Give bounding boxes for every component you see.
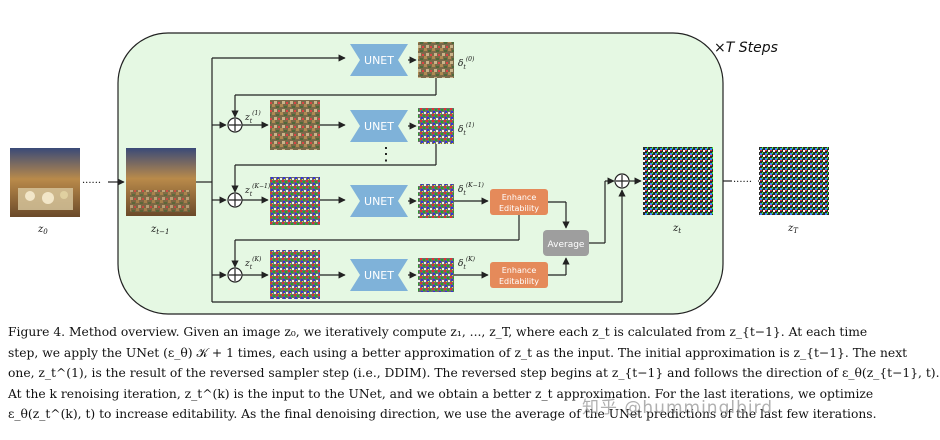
watermark: 知乎 @humminglbird	[582, 398, 774, 418]
delta-image-0	[418, 42, 454, 78]
input-image-label: z0	[37, 224, 48, 236]
svg-text:Enhance: Enhance	[502, 266, 537, 275]
caption-line: At the k renoising iteration, z_t^(k) is…	[8, 386, 874, 401]
left-dots: ······	[82, 178, 101, 189]
final-latent-image	[759, 147, 829, 215]
unet-block-k: UNET	[350, 259, 408, 291]
svg-text:Average: Average	[548, 240, 585, 250]
unet-block-1: UNET	[350, 110, 408, 142]
figure-caption: Figure 4. Method overview. Given an imag…	[8, 322, 940, 425]
input-image	[10, 148, 80, 217]
svg-text:UNET: UNET	[364, 269, 394, 282]
prev-latent-image	[126, 148, 196, 216]
svg-text:UNET: UNET	[364, 120, 394, 133]
unet-block-0: UNET	[350, 44, 408, 76]
output-latent-image	[643, 147, 713, 215]
average-block: Average	[543, 230, 589, 256]
method-overview-figure: ×T Steps z0 ······ zt−1 UNET δt(0) zt(1)…	[10, 32, 829, 315]
caption-line: step, we apply the UNet (ε_θ) 𝒦 + 1 time…	[8, 345, 908, 360]
enhance-editability-block-1: Enhance Editability	[490, 189, 548, 215]
vertical-dots: ⋮	[377, 144, 395, 165]
delta-image-k-minus-1	[418, 184, 454, 218]
intermediate-image-k	[270, 250, 320, 299]
enhance-editability-block-2: Enhance Editability	[490, 262, 548, 288]
svg-text:UNET: UNET	[364, 195, 394, 208]
svg-text:Editability: Editability	[499, 277, 539, 286]
unet-block-k-minus-1: UNET	[350, 185, 408, 217]
svg-text:Enhance: Enhance	[502, 193, 537, 202]
intermediate-image-1	[270, 100, 320, 150]
right-dots: ······	[733, 177, 752, 188]
caption-line: Figure 4. Method overview. Given an imag…	[8, 325, 868, 339]
caption-line: one, z_t^(1), is the result of the rever…	[8, 366, 940, 380]
delta-image-1	[418, 108, 454, 144]
caption-line: ε_θ(z_t^(k), t) to increase editability.…	[8, 407, 877, 421]
panel-label: ×T Steps	[714, 40, 778, 56]
delta-image-k	[418, 258, 454, 292]
final-latent-label: zT	[787, 223, 799, 235]
svg-text:Editability: Editability	[499, 204, 539, 213]
output-latent-label: zt	[672, 223, 681, 235]
svg-text:UNET: UNET	[364, 54, 394, 67]
intermediate-image-k-minus-1	[270, 177, 320, 225]
